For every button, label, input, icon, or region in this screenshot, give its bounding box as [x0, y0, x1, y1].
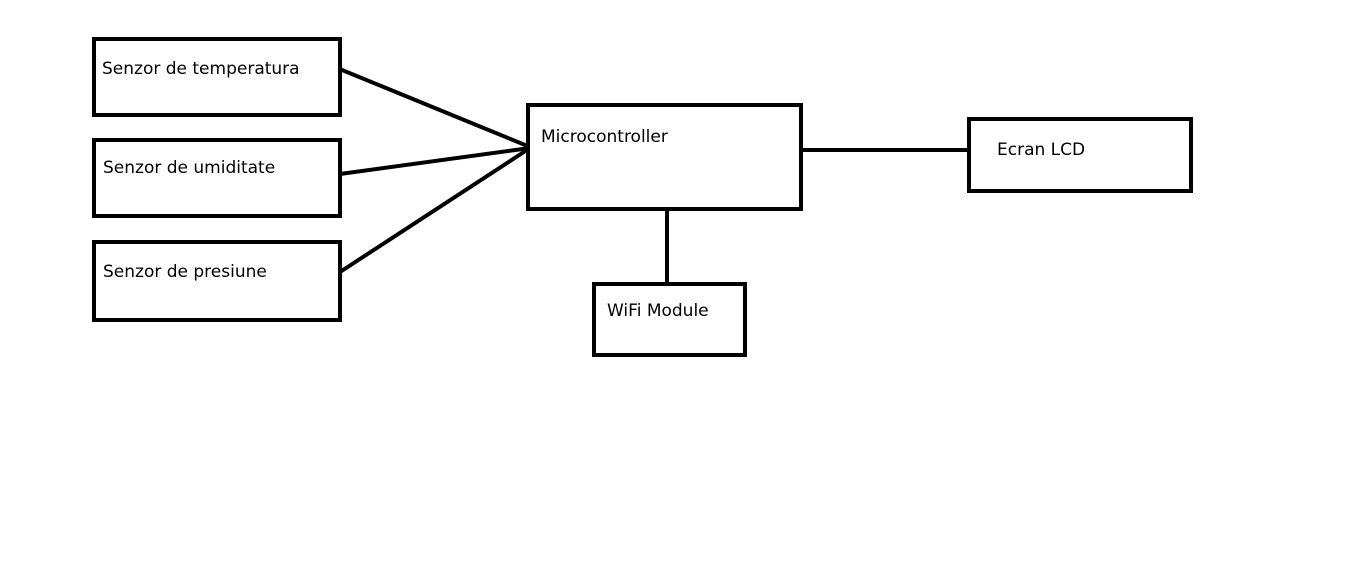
pressure-sensor-label: Senzor de presiune [103, 262, 267, 282]
temperature-sensor-label: Senzor de temperatura [102, 59, 300, 79]
connector-temperature-to-microcontroller [340, 68, 532, 149]
lcd-screen-block: Ecran LCD [967, 117, 1193, 193]
microcontroller-block: Microcontroller [526, 103, 803, 211]
temperature-sensor-block: Senzor de temperatura [92, 37, 342, 117]
humidity-sensor-label: Senzor de umiditate [103, 158, 276, 178]
connector-humidity-to-microcontroller [338, 146, 532, 176]
wifi-module-label: WiFi Module [607, 301, 709, 321]
lcd-screen-label: Ecran LCD [997, 140, 1086, 160]
wifi-module-block: WiFi Module [592, 282, 747, 357]
microcontroller-label: Microcontroller [541, 127, 668, 147]
humidity-sensor-block: Senzor de umiditate [92, 138, 342, 218]
pressure-sensor-block: Senzor de presiune [92, 240, 342, 322]
connector-pressure-to-microcontroller [338, 146, 532, 274]
